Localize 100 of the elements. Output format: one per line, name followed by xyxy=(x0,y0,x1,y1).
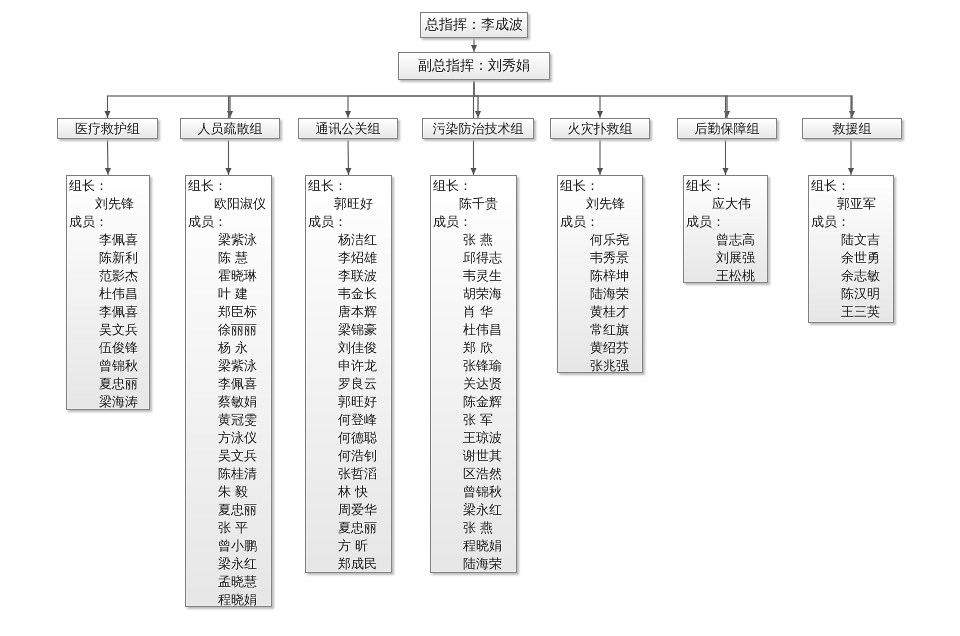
person-name: 李佩喜 xyxy=(99,304,138,322)
member-list-box xyxy=(808,175,894,323)
role-label: 组长： xyxy=(686,178,725,196)
group-box: 通讯公关组 xyxy=(298,118,398,139)
person-name: 肖 华 xyxy=(463,304,494,322)
person-name: 张 燕 xyxy=(463,520,494,538)
person-name: 王三英 xyxy=(841,304,880,322)
person-name: 吴文兵 xyxy=(218,448,257,466)
role-label: 组长： xyxy=(188,178,227,196)
person-name: 区浩然 xyxy=(463,466,502,484)
person-name: 黄绍芬 xyxy=(590,340,629,358)
person-name: 夏忠丽 xyxy=(338,520,377,538)
person-name: 何浩钊 xyxy=(338,448,377,466)
commander-box: 副总指挥：刘秀娟 xyxy=(398,52,550,80)
person-name: 郑成民 xyxy=(338,556,377,574)
person-name: 黄冠雯 xyxy=(218,412,257,430)
person-name: 梁紫泳 xyxy=(218,232,257,250)
arrow xyxy=(597,139,603,175)
person-name: 谢世其 xyxy=(463,448,502,466)
person-name: 曾锦秋 xyxy=(463,484,502,502)
person-name: 程晓娟 xyxy=(218,592,257,610)
person-name: 刘佳俊 xyxy=(338,340,377,358)
person-name: 程晓娟 xyxy=(463,538,502,556)
group-box: 人员疏散组 xyxy=(180,118,280,139)
member-list-box xyxy=(66,175,150,410)
group-box: 救援组 xyxy=(802,118,902,139)
arrow xyxy=(345,139,352,175)
role-label: 组长： xyxy=(560,178,599,196)
arrow xyxy=(104,139,111,175)
person-name: 梁海涛 xyxy=(99,394,138,412)
person-name: 韦灵生 xyxy=(463,268,502,286)
person-name: 杨洁红 xyxy=(338,232,377,250)
person-name: 郑臣标 xyxy=(218,304,257,322)
person-name: 梁永红 xyxy=(218,556,257,574)
arrow xyxy=(471,38,477,52)
person-name: 王松桃 xyxy=(716,268,755,286)
person-name: 申许龙 xyxy=(338,358,377,376)
person-name: 张 军 xyxy=(463,412,494,430)
role-label: 成员： xyxy=(188,214,227,232)
arrow xyxy=(473,80,855,118)
role-label: 组长： xyxy=(433,178,472,196)
group-box: 医疗救护组 xyxy=(57,118,158,139)
commander-box: 总指挥：李成波 xyxy=(420,12,528,38)
person-name: 方泳仪 xyxy=(218,430,257,448)
member-list-box xyxy=(683,175,768,283)
person-name: 张 平 xyxy=(218,520,248,538)
person-name: 余世勇 xyxy=(841,250,880,268)
person-name: 杨 永 xyxy=(218,340,248,358)
person-name: 郭旺好 xyxy=(338,394,377,412)
person-name: 张 燕 xyxy=(463,232,494,250)
person-name: 刘展强 xyxy=(716,250,755,268)
member-list-box xyxy=(557,175,643,373)
person-name: 徐丽丽 xyxy=(218,322,257,340)
person-name: 杜伟昌 xyxy=(463,322,502,340)
person-name: 陆海荣 xyxy=(463,556,502,574)
role-label: 组长： xyxy=(69,178,108,196)
person-name: 曾志高 xyxy=(716,232,755,250)
person-name: 蔡敏娟 xyxy=(218,394,257,412)
group-box: 污染防治技术组 xyxy=(422,118,534,139)
person-name: 周爱华 xyxy=(338,502,377,520)
person-name: 张哲滔 xyxy=(338,466,377,484)
member-list-box xyxy=(185,175,272,607)
person-name: 陈 慧 xyxy=(218,250,248,268)
person-name: 关达贤 xyxy=(463,376,502,394)
group-box: 后勤保障组 xyxy=(677,118,777,139)
person-name: 叶 建 xyxy=(218,286,248,304)
person-name: 张锋瑜 xyxy=(463,358,502,376)
role-label: 组长： xyxy=(308,178,347,196)
person-name: 曾小鹏 xyxy=(218,538,257,556)
role-label: 成员： xyxy=(811,214,850,232)
person-name: 韦金长 xyxy=(338,286,377,304)
person-name: 李联波 xyxy=(338,268,377,286)
person-name: 伍俊锋 xyxy=(99,340,138,358)
person-name: 何登峰 xyxy=(338,412,377,430)
person-name: 林 快 xyxy=(338,484,368,502)
person-name: 孟晓慧 xyxy=(218,574,257,592)
person-name: 陈千贵 xyxy=(459,196,498,214)
person-name: 常红旗 xyxy=(590,322,629,340)
role-label: 成员： xyxy=(69,214,108,232)
person-name: 罗良云 xyxy=(338,376,377,394)
person-name: 陆海荣 xyxy=(590,286,629,304)
person-name: 李佩喜 xyxy=(99,232,138,250)
person-name: 李炤雄 xyxy=(338,250,377,268)
person-name: 霍晓琳 xyxy=(218,268,257,286)
person-name: 何乐尧 xyxy=(590,232,629,250)
person-name: 陈新利 xyxy=(99,250,138,268)
role-label: 成员： xyxy=(308,214,347,232)
person-name: 范影杰 xyxy=(99,268,138,286)
person-name: 何德聪 xyxy=(338,430,377,448)
member-list-box xyxy=(430,175,517,573)
person-name: 陆文吉 xyxy=(841,232,880,250)
person-name: 杜伟昌 xyxy=(99,286,138,304)
person-name: 刘先锋 xyxy=(586,196,625,214)
person-name: 陈梓坤 xyxy=(590,268,629,286)
role-label: 成员： xyxy=(433,214,472,232)
person-name: 李佩喜 xyxy=(218,376,257,394)
role-label: 成员： xyxy=(560,214,599,232)
person-name: 张兆强 xyxy=(590,358,629,376)
role-label: 组长： xyxy=(811,178,850,196)
member-list-box xyxy=(305,175,392,573)
